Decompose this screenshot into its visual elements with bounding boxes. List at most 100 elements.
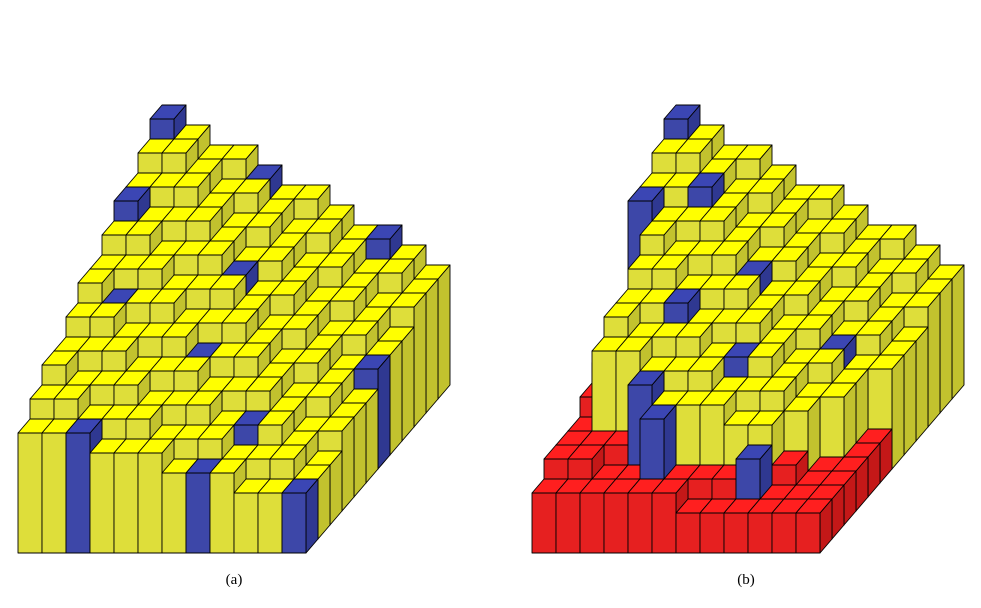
voxel-column-side bbox=[903, 340, 917, 456]
voxel-column-top bbox=[651, 254, 689, 270]
voxel-column-top bbox=[567, 444, 605, 460]
voxel-column-front bbox=[41, 432, 67, 554]
voxel-column-top bbox=[699, 206, 737, 222]
voxel-column-front bbox=[113, 452, 139, 554]
voxel-column-front bbox=[137, 452, 163, 554]
voxel-column-side bbox=[425, 278, 439, 414]
voxel-column-top bbox=[125, 404, 163, 420]
voxel-column-top bbox=[807, 184, 845, 200]
voxel-column-top bbox=[377, 258, 415, 274]
voxel-column-top bbox=[699, 390, 737, 406]
voxel-column-top bbox=[305, 382, 343, 398]
voxel-column-top bbox=[173, 172, 211, 188]
voxel-column-top bbox=[735, 444, 773, 460]
voxel-column-top bbox=[639, 404, 677, 420]
voxel-column-top bbox=[137, 438, 175, 454]
voxel-column-top bbox=[281, 314, 319, 330]
voxel-column-front bbox=[747, 512, 773, 554]
voxel-column-top bbox=[233, 342, 271, 358]
voxel-column-top bbox=[783, 280, 821, 296]
voxel-column-top bbox=[137, 254, 175, 270]
voxel-column-front bbox=[257, 492, 283, 554]
voxel-column-side bbox=[353, 402, 367, 498]
voxel-column-top bbox=[365, 224, 403, 240]
voxel-column-front bbox=[627, 492, 653, 554]
voxel-column-top bbox=[149, 104, 187, 120]
voxel-column-side bbox=[365, 388, 379, 484]
voxel-column-top bbox=[663, 288, 701, 304]
voxel-column-top bbox=[831, 252, 869, 268]
voxel-column-top bbox=[353, 354, 391, 370]
voxel-column-top bbox=[305, 218, 343, 234]
voxel-column-top bbox=[663, 104, 701, 120]
voxel-column-top bbox=[627, 186, 665, 202]
voxel-column-front bbox=[651, 492, 677, 554]
voxel-column-top bbox=[341, 320, 379, 336]
voxel-column-front bbox=[209, 472, 235, 554]
voxel-column-top bbox=[185, 206, 223, 222]
voxel-column-front bbox=[771, 512, 797, 554]
voxel-column-top bbox=[627, 370, 665, 386]
voxel-column-top bbox=[389, 292, 427, 308]
voxel-column-side bbox=[389, 340, 403, 456]
voxel-column-top bbox=[819, 382, 857, 398]
voxel-column-side bbox=[915, 326, 929, 442]
voxel-column-top bbox=[281, 478, 319, 494]
voxel-column-top bbox=[819, 218, 857, 234]
voxel-column-front bbox=[699, 512, 725, 554]
voxel-column-side bbox=[927, 292, 941, 428]
voxel-column-top bbox=[269, 444, 307, 460]
voxel-column-top bbox=[675, 322, 713, 338]
voxel-column-top bbox=[723, 274, 761, 290]
voxel-column-top bbox=[245, 212, 283, 228]
voxel-column-top bbox=[209, 274, 247, 290]
voxel-column-top bbox=[209, 458, 247, 474]
voxel-column-top bbox=[807, 348, 845, 364]
voxel-column-top bbox=[855, 320, 893, 336]
voxel-column-side bbox=[341, 416, 355, 512]
voxel-column-top bbox=[771, 450, 809, 466]
panel-b bbox=[490, 0, 981, 608]
voxel-column-top bbox=[269, 280, 307, 296]
voxel-column-top bbox=[197, 424, 235, 440]
voxel-column-top bbox=[245, 376, 283, 392]
voxel-column-front bbox=[795, 512, 821, 554]
voxel-column-side bbox=[951, 264, 965, 400]
voxel-column-top bbox=[759, 212, 797, 228]
voxel-column-top bbox=[221, 144, 259, 160]
voxel-column-top bbox=[113, 370, 151, 386]
voxel-column-top bbox=[759, 376, 797, 392]
voxel-column-top bbox=[221, 308, 259, 324]
voxel-column-top bbox=[639, 220, 677, 236]
voxel-column-top bbox=[867, 354, 905, 370]
voxel-column-top bbox=[317, 416, 355, 432]
voxel-column-top bbox=[257, 410, 295, 426]
voxel-column-top bbox=[77, 268, 115, 284]
voxel-column-top bbox=[891, 258, 929, 274]
voxel-column-front bbox=[233, 492, 259, 554]
voxel-column-top bbox=[317, 252, 355, 268]
voxel-column-top bbox=[149, 288, 187, 304]
voxel-column-top bbox=[53, 384, 91, 400]
voxel-column-side bbox=[437, 264, 451, 400]
voxel-column-top bbox=[173, 356, 211, 372]
voxel-column-top bbox=[795, 498, 833, 514]
voxel-column-side bbox=[939, 278, 953, 414]
voxel-column-top bbox=[903, 292, 941, 308]
voxel-column-top bbox=[735, 308, 773, 324]
voxel-column-front bbox=[89, 452, 115, 554]
voxel-column-top bbox=[89, 302, 127, 318]
voxel-column-front bbox=[723, 512, 749, 554]
voxel-column-top bbox=[771, 246, 809, 262]
voxel-column-top bbox=[795, 314, 833, 330]
voxel-column-top bbox=[185, 390, 223, 406]
voxel-column-top bbox=[747, 342, 785, 358]
voxel-column-side bbox=[401, 326, 415, 442]
voxel-column-top bbox=[603, 302, 641, 318]
voxel-column-top bbox=[735, 144, 773, 160]
voxel-column-front bbox=[185, 472, 211, 554]
voxel-column-top bbox=[101, 336, 139, 352]
voxel-column-front bbox=[555, 492, 581, 554]
voxel-column-top bbox=[615, 336, 653, 352]
voxel-column-side bbox=[377, 354, 391, 470]
